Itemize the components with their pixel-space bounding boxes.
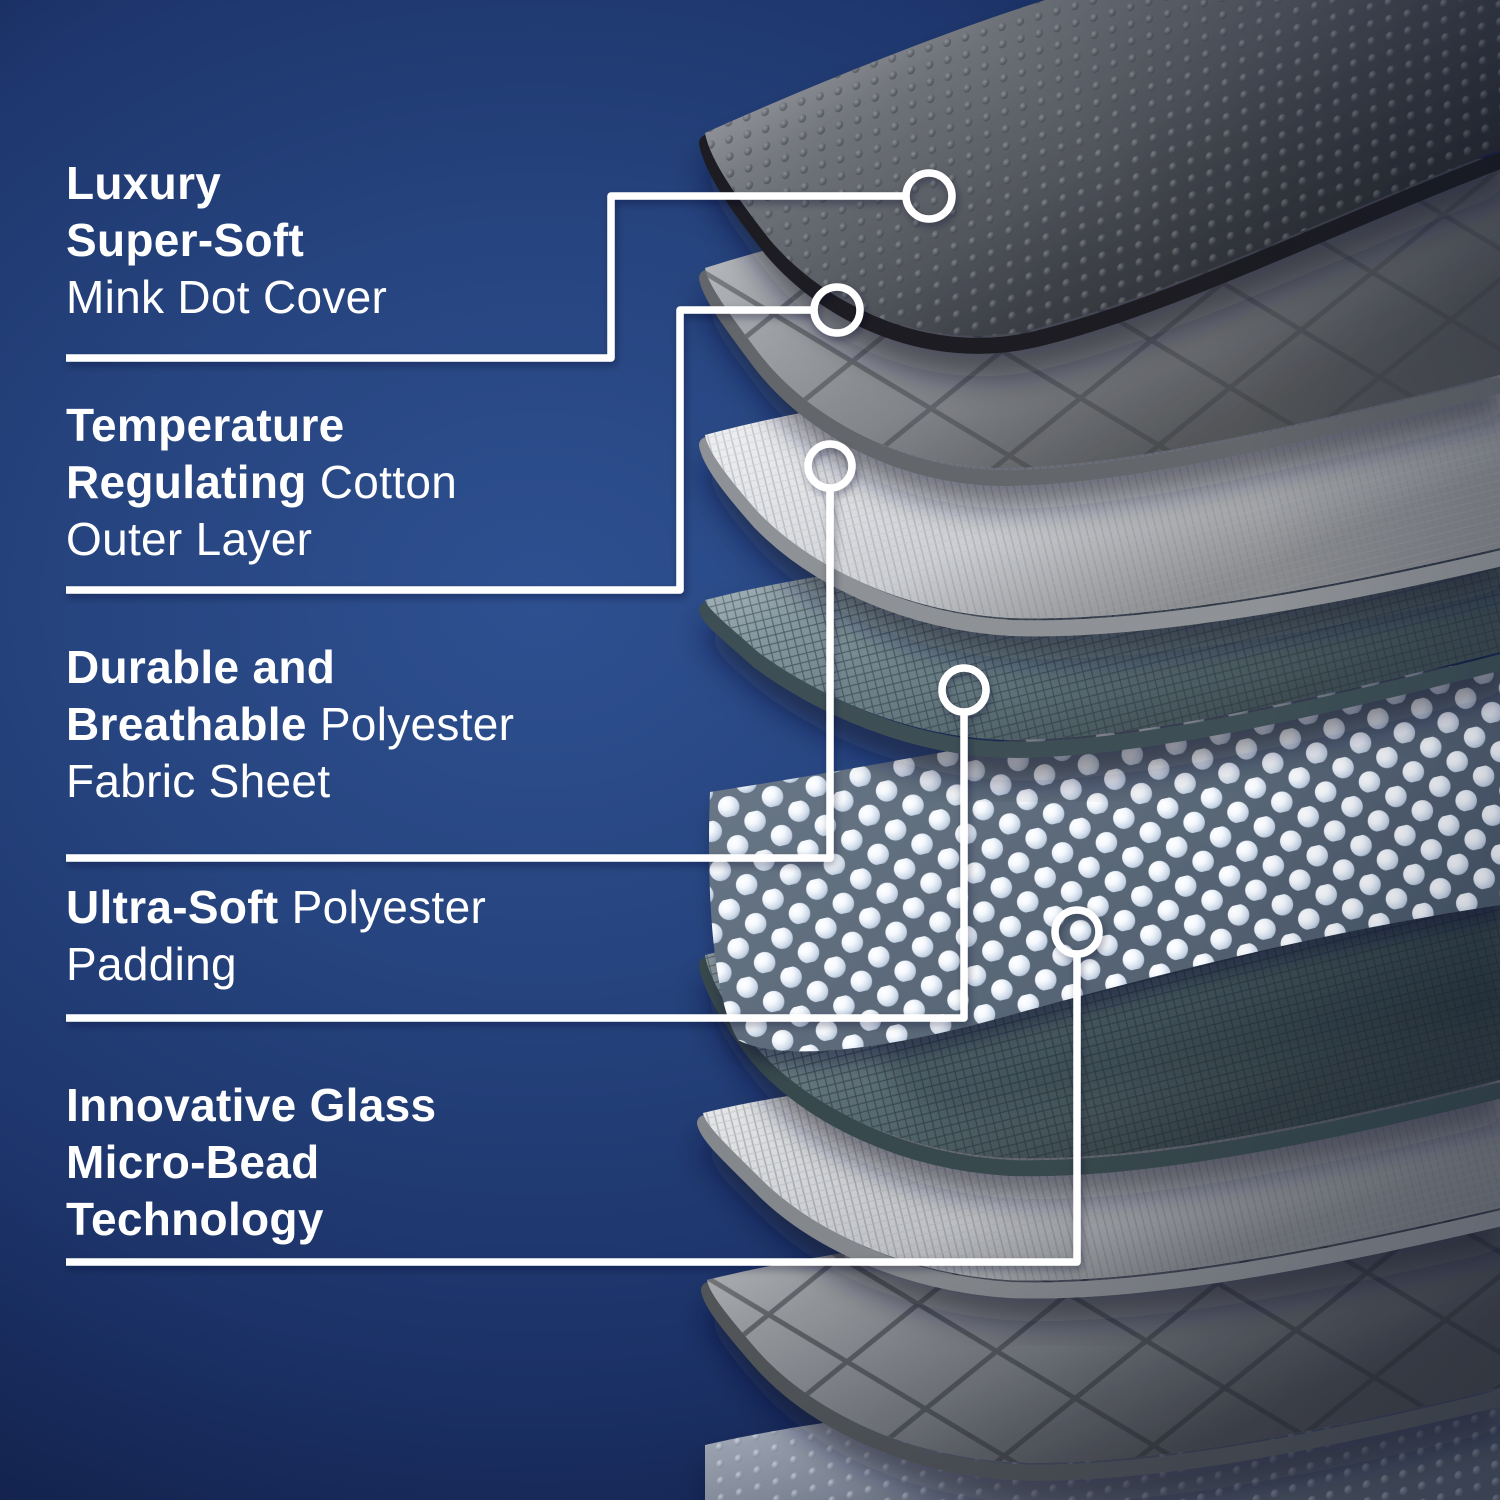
label-polyester-padding: Ultra-Soft Polyester Padding xyxy=(66,879,706,993)
callout-mink-dot-cover xyxy=(66,169,956,362)
callout-marker-5 xyxy=(1051,906,1103,958)
callouts xyxy=(66,169,1103,1266)
label-line: Fabric Sheet xyxy=(66,755,331,807)
label-line: Breathable Polyester xyxy=(66,698,515,750)
label-line: Mink Dot Cover xyxy=(66,271,388,323)
callout-marker-1 xyxy=(902,169,956,223)
callout-marker-4 xyxy=(938,664,990,716)
callout-glass-micro-bead xyxy=(66,906,1103,1266)
label-glass-micro-bead-technology: Innovative Glass Micro-Bead Technology xyxy=(66,1077,706,1248)
callout-line-5 xyxy=(66,955,1081,1266)
callout-cotton-outer-layer xyxy=(66,283,864,594)
callout-marker-3 xyxy=(804,440,856,492)
label-line: Technology xyxy=(66,1193,324,1245)
callout-polyester-fabric-sheet xyxy=(66,440,856,862)
label-polyester-fabric-sheet: Durable and Breathable Polyester Fabric … xyxy=(66,639,706,810)
label-line: Super-Soft xyxy=(66,214,305,266)
label-line: Outer Layer xyxy=(66,513,313,565)
label-cotton-outer-layer: Temperature Regulating Cotton Outer Laye… xyxy=(66,397,706,568)
label-line: Ultra-Soft Polyester xyxy=(66,881,487,933)
label-line: Padding xyxy=(66,938,237,990)
label-line: Luxury xyxy=(66,157,222,209)
callout-marker-2 xyxy=(810,283,864,337)
callout-line-1 xyxy=(66,192,905,362)
callout-line-3 xyxy=(66,489,834,862)
callout-line-4 xyxy=(66,713,968,1022)
label-mink-dot-cover: Luxury Super-Soft Mink Dot Cover xyxy=(66,155,706,326)
label-line: Regulating Cotton xyxy=(66,456,458,508)
callout-polyester-padding xyxy=(66,664,990,1022)
label-line: Micro-Bead xyxy=(66,1136,320,1188)
callout-line-2 xyxy=(66,306,813,594)
label-line: Temperature xyxy=(66,399,345,451)
label-line: Innovative Glass xyxy=(66,1079,437,1131)
label-line: Durable and xyxy=(66,641,336,693)
